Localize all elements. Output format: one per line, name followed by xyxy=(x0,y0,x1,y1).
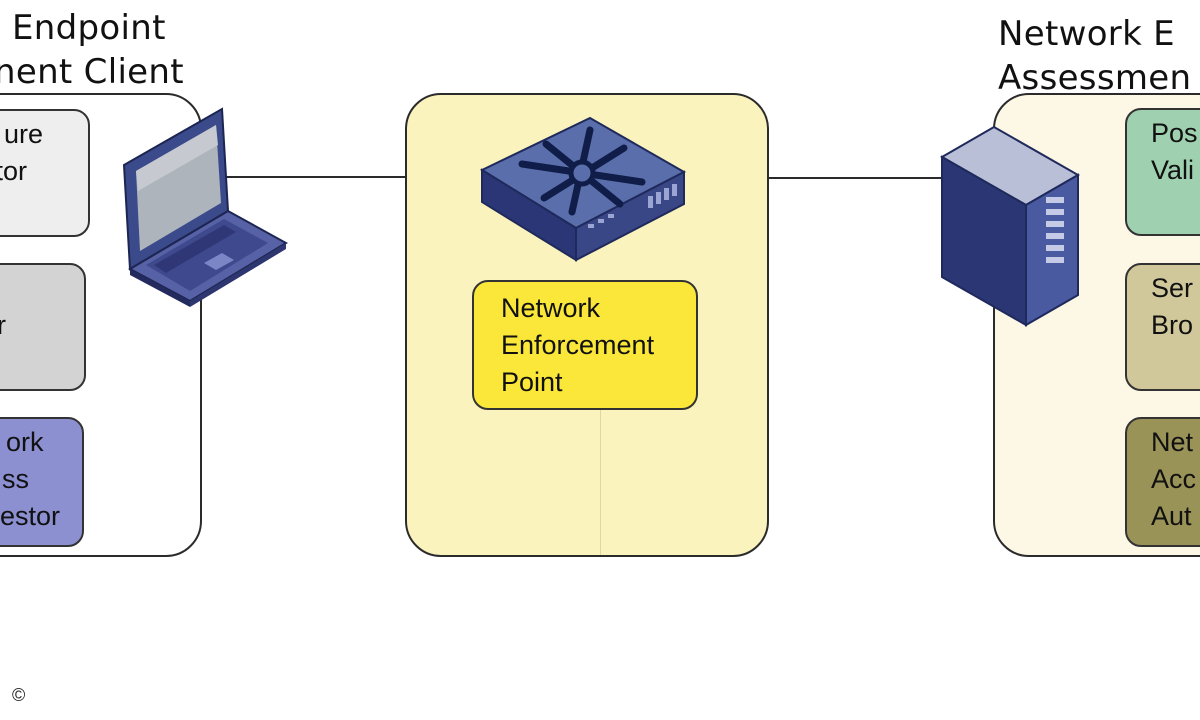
network-access-requestor-line3: estor xyxy=(0,501,61,531)
client-title-line2: nent Client xyxy=(0,52,184,92)
network-enforcement-point-box: Network Enforcement Point xyxy=(472,280,698,410)
posture-collector-line2: ctor xyxy=(0,156,28,186)
server-title-line1: Network E xyxy=(998,14,1175,54)
network-access-requestor-line1: ork xyxy=(6,427,44,457)
network-access-requestor-component: ork ss estor xyxy=(0,417,84,547)
client-to-enforcement-link xyxy=(225,176,515,178)
posture-collector-line1: ure xyxy=(4,119,44,149)
server-broker-line1: Ser xyxy=(1151,273,1194,303)
network-switch-icon xyxy=(479,116,687,262)
network-access-requestor-line2: ss xyxy=(2,464,29,494)
server-title-line2: Assessmen xyxy=(998,58,1192,98)
network-access-authority-line1: Net xyxy=(1151,427,1194,457)
posture-validator-line2: Vali xyxy=(1151,155,1195,185)
server-broker-line2: Bro xyxy=(1151,310,1194,340)
network-access-authority-line3: Aut xyxy=(1151,501,1192,531)
client-broker-component: er xyxy=(0,263,86,391)
posture-collector-component: ure ctor xyxy=(0,109,90,237)
enforcement-to-server-link xyxy=(670,177,950,179)
network-access-authority-component: Net Acc Aut xyxy=(1125,417,1200,547)
network-access-authority-line2: Acc xyxy=(1151,464,1197,494)
client-broker-line2: er xyxy=(0,307,84,344)
posture-validator-component: Pos Vali xyxy=(1125,108,1200,236)
copyright-mark: © xyxy=(12,685,26,705)
server-broker-component: Ser Bro xyxy=(1125,263,1200,391)
server-tower-icon xyxy=(939,125,1081,327)
enforcement-line1: Network xyxy=(501,293,601,323)
laptop-icon xyxy=(122,107,288,307)
enforcement-panel-divider xyxy=(600,409,601,555)
client-title-line1: Endpoint xyxy=(12,8,166,48)
enforcement-line2: Enforcement xyxy=(501,330,655,360)
enforcement-line3: Point xyxy=(501,367,563,397)
posture-validator-line1: Pos xyxy=(1151,118,1198,148)
client-broker-line1 xyxy=(0,270,84,307)
